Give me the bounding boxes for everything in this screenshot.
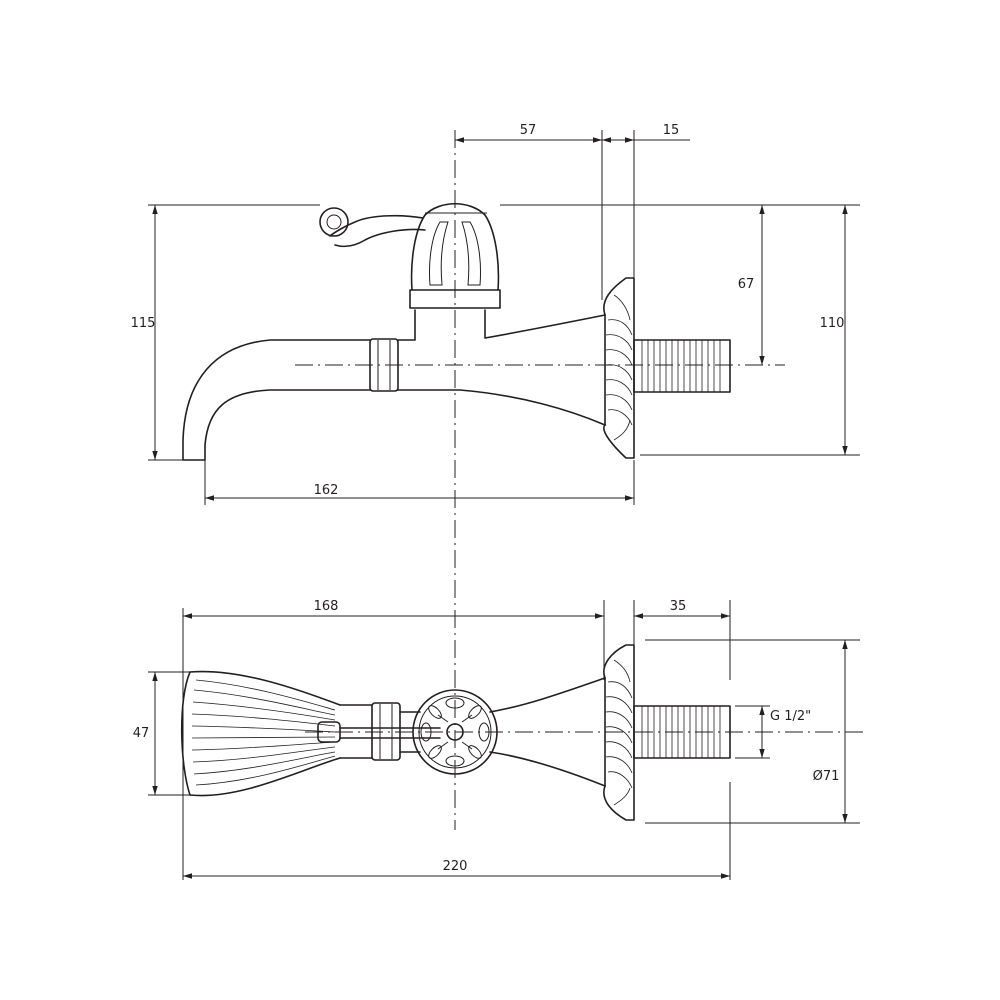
rosette-petals	[420, 697, 490, 767]
dim-67: 67	[738, 277, 755, 292]
extension-lines-side	[148, 130, 860, 505]
spout-outlet-top	[180, 670, 341, 797]
dim-162: 162	[314, 483, 339, 498]
body-ring-top	[371, 702, 401, 761]
lever-ring	[319, 207, 349, 237]
thread-connection-top	[633, 705, 731, 759]
lever-pin-top	[317, 721, 341, 743]
dim-35: 35	[670, 599, 687, 614]
tapered-body	[397, 309, 606, 426]
dim-168: 168	[314, 599, 339, 614]
dim-115: 115	[131, 316, 156, 331]
top-view: 168 35 47 G 1/2" Ø71 220	[133, 599, 868, 880]
thread-connection-side	[633, 339, 731, 393]
spout-flutes	[191, 679, 336, 786]
tapered-body-top	[399, 677, 606, 787]
thread-lines-side	[641, 340, 721, 392]
flange-petals-top	[605, 659, 633, 806]
dim-diameter: Ø71	[813, 769, 840, 784]
spout-body	[182, 339, 371, 461]
thread-lines-top	[641, 706, 721, 758]
lever-handle	[329, 214, 426, 248]
flange-petals	[605, 294, 633, 441]
dim-220: 220	[443, 859, 468, 874]
dim-47: 47	[133, 726, 150, 741]
dim-15: 15	[663, 123, 680, 138]
dim-110: 110	[820, 316, 845, 331]
valve-cap	[409, 289, 501, 309]
wall-flange-side	[603, 277, 635, 459]
dim-57: 57	[520, 123, 537, 138]
extension-lines-top	[148, 600, 860, 880]
body-neck-top	[339, 704, 373, 759]
dim-thread: G 1/2"	[770, 709, 811, 724]
side-view: 57 15 115 67 110 162	[131, 123, 860, 830]
handle-rosette-top	[412, 689, 498, 775]
spout-ring	[369, 338, 399, 392]
